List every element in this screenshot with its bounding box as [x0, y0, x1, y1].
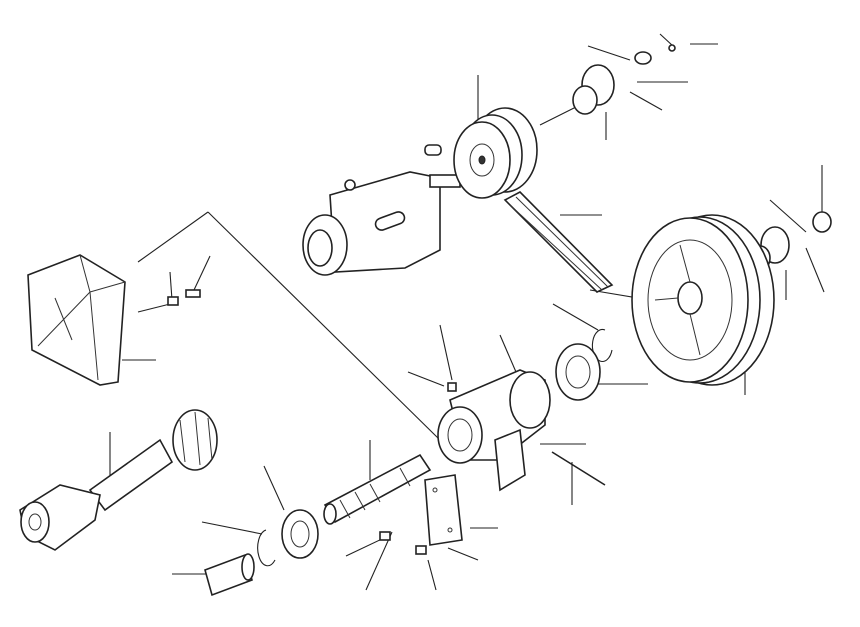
fan-motor-icon — [302, 144, 461, 276]
guard-cover-icon — [27, 254, 126, 386]
large-pulley-icon — [631, 214, 775, 386]
bolt-icon — [167, 44, 676, 555]
sleeve-icon — [204, 553, 255, 597]
bearing-icon — [281, 343, 601, 559]
gearbox-housing-icon — [437, 369, 551, 492]
hub-flange-icon — [572, 51, 832, 271]
small-pulley-icon — [453, 107, 538, 199]
pto-shaft-icon — [19, 409, 218, 551]
mounting-plate-icon — [424, 451, 606, 546]
splined-shaft-icon — [323, 453, 432, 525]
v-belt-icon — [503, 191, 614, 293]
